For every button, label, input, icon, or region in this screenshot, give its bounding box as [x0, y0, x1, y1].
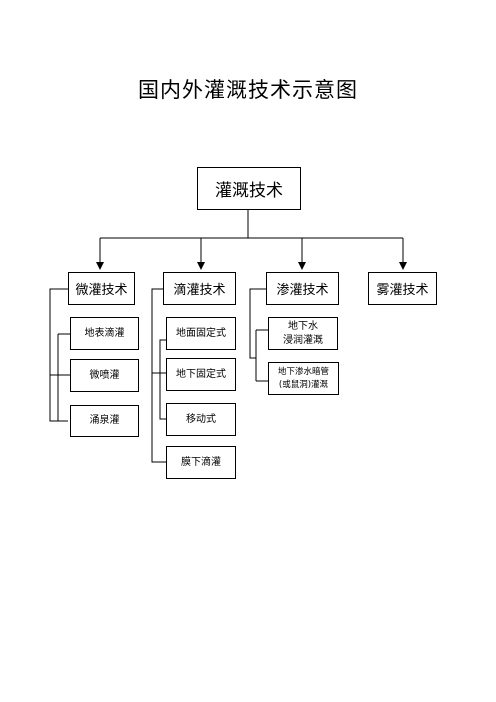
category-label: 滴灌技术 — [173, 283, 226, 298]
bracket-shen — [249, 288, 266, 359]
leaf-node: 涌泉灌 — [70, 405, 139, 437]
root-label: 灌溉技术 — [215, 181, 283, 201]
leaf-label: 地面固定式 — [176, 327, 226, 339]
category-shen-guan: 渗灌技术 — [266, 272, 339, 305]
leaf-label-line-1: 地下渗水暗管 — [277, 366, 329, 377]
leaf-label-line-2: 浸润灌溉 — [283, 334, 323, 346]
leaf-label: 移动式 — [186, 413, 216, 425]
leaf-label-line-1: 地下水 — [288, 321, 318, 332]
bracket-wei — [49, 288, 68, 422]
leaf-node: 移动式 — [166, 403, 236, 436]
category-label: 雾灌技术 — [376, 283, 429, 298]
arrowhead-shen — [298, 262, 306, 270]
bracket-di — [151, 288, 166, 463]
leaf-node: 地下渗水暗管 (或鼠洞)灌溉 — [268, 362, 339, 395]
bracket-di-inner — [159, 339, 166, 420]
arrowhead-wu — [399, 262, 407, 270]
leaf-node: 膜下滴灌 — [166, 446, 236, 479]
arrowhead-wei — [96, 262, 104, 270]
leaf-node: 地表滴灌 — [70, 317, 139, 350]
leaf-label: 地表滴灌 — [84, 327, 125, 339]
leaf-label: 涌泉灌 — [89, 415, 120, 427]
category-label: 微灌技术 — [75, 283, 128, 298]
page-title: 国内外灌溉技术示意图 — [138, 78, 358, 102]
arrowhead-di — [197, 262, 205, 270]
leaf-label: 微喷灌 — [89, 369, 120, 381]
root-node: 灌溉技术 — [197, 167, 301, 210]
category-di-guan: 滴灌技术 — [163, 272, 236, 305]
leaf-node: 地面固定式 — [166, 317, 236, 350]
leaf-node: 地下固定式 — [166, 358, 236, 391]
leaf-node: 微喷灌 — [70, 359, 139, 392]
category-wei-guan: 微灌技术 — [68, 272, 135, 305]
leaf-node: 地下水 浸润灌溉 — [268, 317, 338, 350]
category-wu-guan: 雾灌技术 — [368, 272, 437, 305]
leaf-label: 膜下滴灌 — [181, 456, 221, 468]
category-label: 渗灌技术 — [276, 283, 329, 298]
leaf-label: 地下固定式 — [176, 368, 226, 380]
leaf-label-line-2: (或鼠洞)灌溉 — [278, 379, 329, 390]
